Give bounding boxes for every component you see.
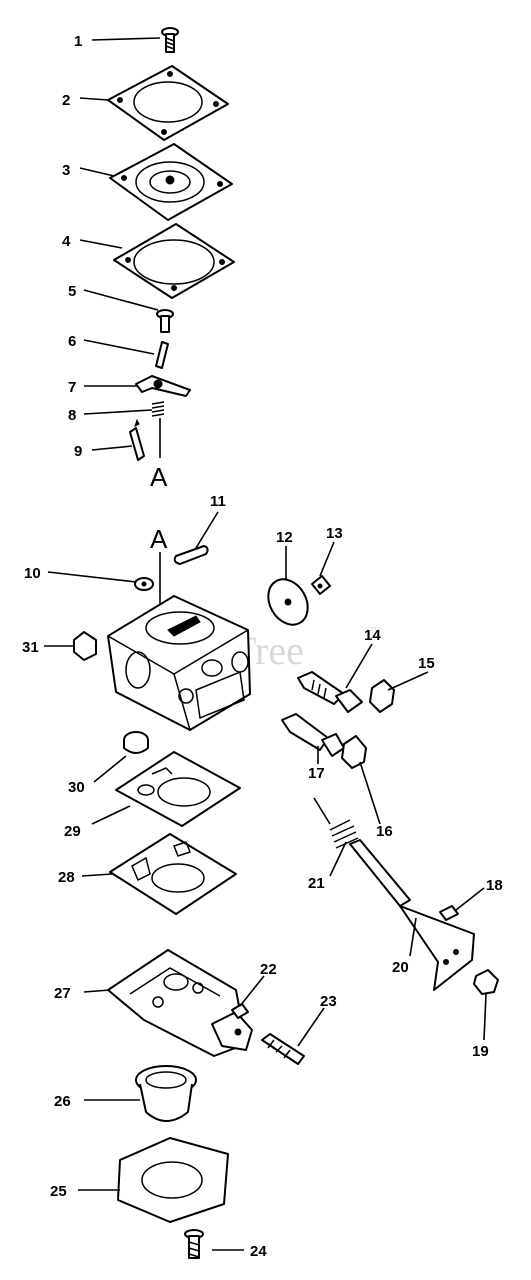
callout-16: 16 [376, 823, 393, 840]
callout-21: 21 [308, 875, 325, 892]
callout-18: 18 [486, 877, 503, 894]
callout-24: 24 [250, 1243, 267, 1260]
part-6-pin[interactable] [155, 341, 169, 369]
callout-8: 8 [68, 407, 76, 424]
callout-27: 27 [54, 985, 71, 1002]
part-22-fitting[interactable] [231, 1003, 249, 1019]
callout-7: 7 [68, 379, 76, 396]
part-25-gasket[interactable] [117, 1137, 229, 1223]
part-20-throttle-shaft[interactable] [349, 839, 475, 991]
part-2-cover-plate[interactable] [107, 65, 229, 141]
part-17-needle[interactable] [281, 713, 345, 757]
leader-lines [44, 37, 487, 1251]
callout-31: 31 [22, 639, 39, 656]
reference-mark-a-top: A [150, 462, 168, 492]
callout-9: 9 [74, 443, 82, 460]
part-11-gasket-strip[interactable] [173, 545, 209, 565]
callout-22: 22 [260, 961, 277, 978]
callout-6: 6 [68, 333, 76, 350]
part-16-cap[interactable] [341, 735, 367, 769]
callout-30: 30 [68, 779, 85, 796]
part-27-pump-body[interactable] [107, 949, 253, 1057]
part-carburetor-body[interactable] [107, 595, 251, 731]
part-24-screw[interactable] [184, 1229, 204, 1259]
part-3-diaphragm[interactable] [109, 143, 233, 221]
part-19-nut[interactable] [473, 969, 499, 995]
part-18-clip[interactable] [439, 905, 459, 921]
reference-mark-a-bottom: A [150, 524, 168, 554]
callout-23: 23 [320, 993, 337, 1010]
watermark-trademark: TM [370, 627, 380, 634]
part-12-disc[interactable] [260, 572, 315, 632]
part-1-screw[interactable] [161, 27, 179, 53]
callout-11: 11 [210, 493, 226, 510]
callout-20: 20 [392, 959, 409, 976]
part-30-plug[interactable] [123, 731, 149, 754]
callout-14: 14 [364, 627, 381, 644]
part-29-gasket[interactable] [115, 751, 241, 827]
callout-4: 4 [62, 233, 71, 250]
callout-15: 15 [418, 655, 435, 672]
callout-10: 10 [24, 565, 41, 582]
callout-17: 17 [308, 765, 325, 782]
callout-1: 1 [74, 33, 82, 50]
part-15-cap[interactable] [369, 679, 395, 713]
callout-5: 5 [68, 283, 76, 300]
callout-26: 26 [54, 1093, 71, 1110]
part-13-screw[interactable] [311, 575, 331, 595]
part-14-needle[interactable] [297, 671, 363, 713]
part-23-adjust-screw[interactable] [261, 1033, 305, 1065]
part-7-lever[interactable] [135, 375, 191, 397]
callout-19: 19 [472, 1043, 489, 1060]
part-28-gasket[interactable] [109, 833, 237, 915]
part-4-gasket[interactable] [113, 223, 235, 299]
part-10-washer[interactable] [134, 577, 154, 591]
part-26-primer-bulb[interactable] [135, 1065, 197, 1122]
callout-13: 13 [326, 525, 343, 542]
callout-2: 2 [62, 92, 70, 109]
part-9-needle[interactable] [129, 418, 145, 461]
part-8-spring[interactable] [151, 401, 165, 458]
callout-29: 29 [64, 823, 81, 840]
callout-25: 25 [50, 1183, 67, 1200]
callout-3: 3 [62, 162, 70, 179]
part-5-screw[interactable] [156, 309, 174, 333]
callout-28: 28 [58, 869, 75, 886]
callout-12: 12 [276, 529, 293, 546]
part-31-cap[interactable] [73, 631, 97, 661]
part-21-spring[interactable] [313, 797, 359, 849]
